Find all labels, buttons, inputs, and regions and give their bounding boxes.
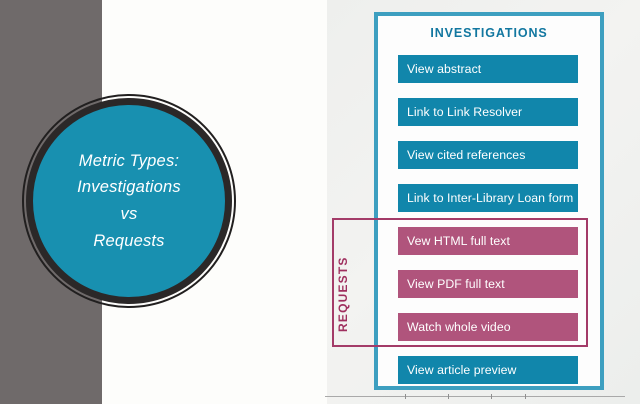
metric-bar[interactable]: View PDF full text (398, 270, 578, 298)
metric-bar[interactable]: View cited references (398, 141, 578, 169)
metric-bar[interactable]: View article preview (398, 356, 578, 384)
requests-label: REQUESTS (336, 256, 350, 332)
circle-body: Metric Types: Investigations vs Requests (26, 98, 232, 304)
ruler-tick (491, 394, 492, 399)
circle-label: Metric Types: Investigations vs Requests (77, 151, 181, 250)
metric-types-circle: Metric Types: Investigations vs Requests (22, 94, 236, 308)
bottom-hairline (325, 396, 625, 397)
metric-bar[interactable]: View abstract (398, 55, 578, 83)
investigations-title: INVESTIGATIONS (430, 26, 548, 40)
metric-bar[interactable]: Vew HTML full text (398, 227, 578, 255)
circle-outer-ring (22, 94, 236, 308)
metric-bar[interactable]: Link to Inter-Library Loan form (398, 184, 578, 212)
ruler-tick (448, 394, 449, 399)
metric-bar[interactable]: Link to Link Resolver (398, 98, 578, 126)
metric-bar[interactable]: Watch whole video (398, 313, 578, 341)
ruler-tick (405, 394, 406, 399)
ruler-tick (525, 394, 526, 399)
